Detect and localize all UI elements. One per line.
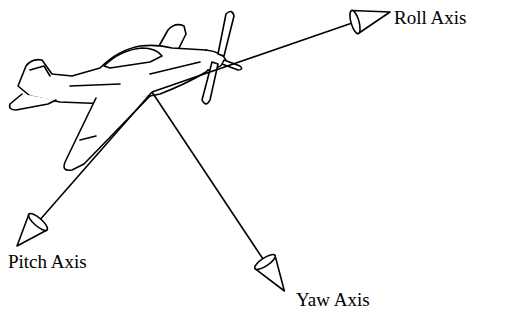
tail-fin [30, 66, 50, 76]
propeller-blade [218, 11, 234, 56]
axis-cone-base [253, 252, 277, 272]
propeller-blade [202, 62, 218, 104]
wing-detail [80, 136, 96, 140]
axis-label: Roll Axis [394, 8, 466, 29]
axis-cone-base [348, 9, 362, 34]
near-wing [64, 96, 150, 170]
yaw-axis-line [152, 92, 265, 262]
axis-label: Pitch Axis [8, 252, 87, 273]
pitch-axis-line [38, 92, 152, 222]
axis-label: Yaw Axis [296, 290, 370, 311]
roll-axis-line [152, 22, 355, 92]
axis-cone-base [26, 211, 49, 233]
canopy [104, 48, 162, 68]
stabilizer [10, 94, 56, 110]
fuselage [18, 45, 212, 104]
